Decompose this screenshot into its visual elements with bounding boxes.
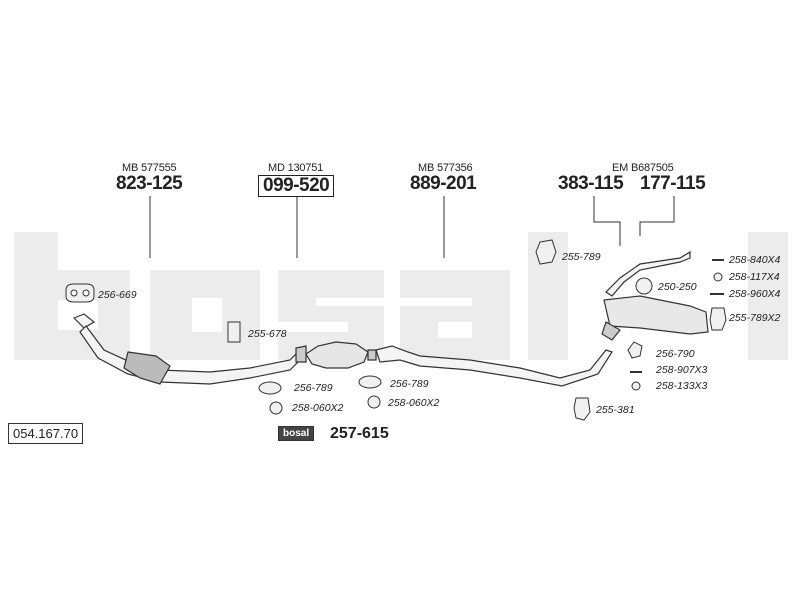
accessory-256-789: 256-789 [294,382,333,394]
accessory-258-840x4: 258-840X4 [729,254,781,266]
spring-258-117x4-icon [713,272,723,282]
accessory-258-060x2-b: 258-060X2 [388,397,440,409]
leader-177-115 [639,196,675,236]
gasket-256-789-icon [258,381,282,395]
accessory-258-117x4: 258-117X4 [729,271,780,283]
gasket-256-669-icon [65,283,95,303]
accessory-256-789-b: 256-789 [390,378,429,390]
accessory-258-960x4: 258-960X4 [729,288,781,300]
accessory-258-133x3: 258-133X3 [656,380,708,392]
nut-258-133x3-icon [631,381,641,391]
gasket-256-790-icon [627,341,643,359]
hanger-255-789-icon [535,239,557,265]
oe-number-3: MB 577356 [418,162,473,174]
part-number-889-201: 889-201 [410,173,477,194]
oe-number-1: MB 577555 [122,162,177,174]
accessory-258-907x3: 258-907X3 [656,364,708,376]
tail-pipe-177-115 [605,250,691,297]
hanger-255-678-icon [227,321,241,343]
accessory-255-381: 255-381 [596,404,635,416]
nut-258-060x2-icon [269,401,283,415]
leader-383-115 [593,196,621,246]
reference-number: 054.167.70 [8,423,84,444]
kit-part-number: 257-615 [330,425,389,442]
gasket-256-789b-icon [358,375,382,389]
bosal-kit-logo: bosal [278,426,315,441]
part-number-099-520: 099-520 [258,175,335,197]
accessory-255-678: 255-678 [248,328,287,340]
oe-number-2: MD 130751 [268,162,324,174]
watermark-letter-a [400,270,510,360]
part-number-177-115: 177-115 [640,173,706,194]
hanger-255-789x2-icon [709,307,727,331]
accessory-256-790: 256-790 [656,348,695,360]
watermark-letter-o [150,270,260,360]
brand-watermark [14,232,788,360]
accessory-256-669: 256-669 [98,289,137,301]
accessory-255-789x2: 255-789X2 [729,312,781,324]
part-number-383-115: 383-115 [558,173,624,194]
centre-pipe-889-201 [375,345,613,387]
watermark-letter-s [278,270,384,360]
accessory-255-789: 255-789 [562,251,601,263]
clamp-250-250-icon [635,277,653,295]
accessory-250-250: 250-250 [658,281,697,293]
rear-silencer-383-115 [601,295,709,341]
oe-number-4: EM B687505 [612,162,674,174]
hanger-255-381-icon [573,397,591,421]
nut-258-060x2b-icon [367,395,381,409]
part-number-823-125: 823-125 [116,173,183,194]
accessory-258-060x2: 258-060X2 [292,402,344,414]
catalyst-099-520 [295,341,377,369]
watermark-block [748,232,788,360]
